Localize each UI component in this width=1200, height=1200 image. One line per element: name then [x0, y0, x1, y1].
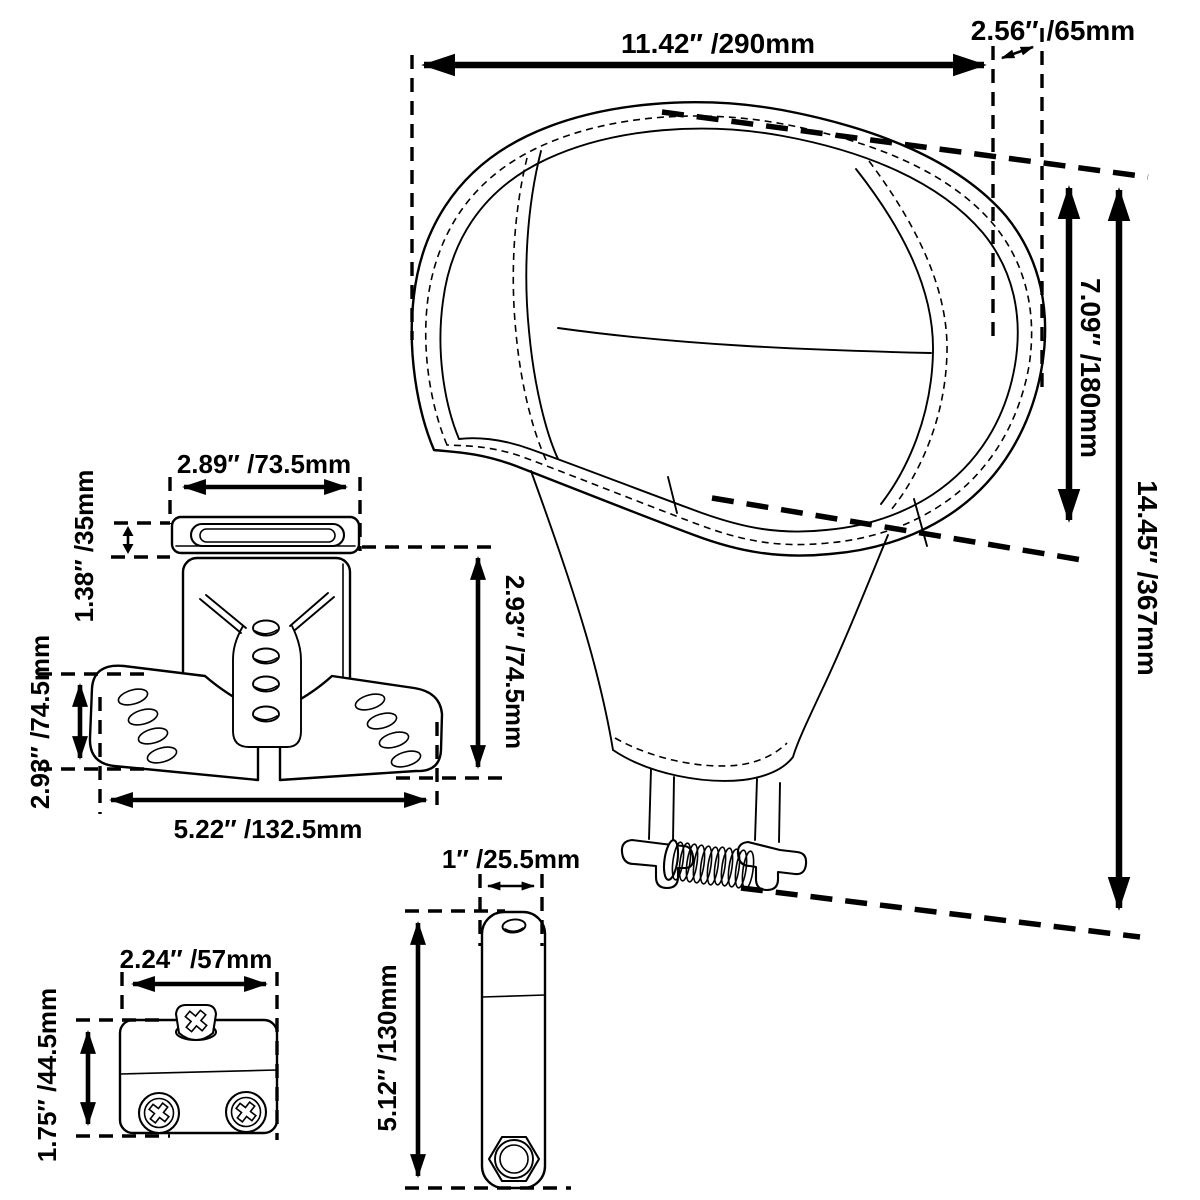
dimension-label: 5.22″ /132.5mm [174, 814, 363, 844]
pad-rim-inner-line [439, 127, 1019, 533]
clamp-top-bolt [174, 1003, 218, 1042]
dim-pad-width: 11.42″ /290mm [410, 28, 995, 345]
dimension-label: 1.75″ /44.5mm [32, 988, 62, 1162]
seat-clamp-drawing [118, 1003, 279, 1135]
arrowhead-down [122, 544, 134, 554]
pad-rim-seam-right [913, 498, 928, 547]
dimension-label: 1.38″ /35mm [69, 470, 99, 623]
dim-bracket-drop-height: 2.93″ /74.5mm [362, 545, 530, 780]
measure-plane-pad-bottom [711, 495, 1083, 563]
arm-top-hole [501, 918, 527, 934]
clamp-right-screw [224, 1090, 268, 1134]
left-prong-outer [648, 768, 652, 840]
bracket-right-foot-slots [354, 693, 422, 768]
pad-rim-seam-left [667, 476, 678, 514]
backrest-pad-drawing [410, 101, 1047, 892]
dimension-label: 14.45″ /367mm [1132, 480, 1163, 676]
clamp-left-screw [137, 1091, 181, 1135]
clamp-divider-line [119, 1069, 278, 1075]
arm-hex-nut [487, 1135, 541, 1183]
bracket-plate-slot-inner [199, 528, 336, 543]
dim-arm-length: 5.12″ /130mm [372, 909, 571, 1190]
bracket-strap-holes [252, 619, 280, 723]
dim-bracket-foot-height: 2.93″ /74.5mm [25, 635, 148, 809]
bracket-strap-fill [233, 615, 301, 747]
dim-arm-width: 1″ /25.5mm [442, 844, 580, 946]
arrowhead-up [122, 526, 134, 536]
dimension-label: 1″ /25.5mm [442, 844, 580, 874]
pad-left-seam-stitch [512, 157, 548, 463]
pad-neck-bottom-edge [612, 749, 794, 782]
measure-plane-top [661, 109, 1149, 180]
dimension-label: 2.93″ /74.5mm [500, 575, 530, 749]
right-prong-inner [778, 782, 781, 843]
bracket-gusset-lines [199, 592, 335, 634]
dim-bracket-base-width: 5.22″ /132.5mm [98, 697, 439, 844]
dimension-label: 2.93″ /74.5mm [25, 635, 55, 809]
right-prong-foot [736, 840, 808, 892]
right-prong-outer [754, 778, 758, 841]
pad-horizontal-seam [557, 327, 932, 354]
arm-top-hole-lip [504, 927, 524, 933]
pad-neck-left-edge [530, 470, 614, 751]
dim-bracket-plate-width: 2.89″ /73.5mm [168, 449, 362, 551]
pad-outer-outline [410, 101, 1047, 557]
support-arm-drawing [480, 910, 547, 1190]
pad-right-seam-stitch [868, 160, 948, 511]
arm-body [480, 910, 547, 1190]
dim-pad-height: 7.09″ /180mm [1057, 185, 1106, 523]
pad-neck-right-edge [792, 534, 889, 758]
pad-neck-stitch [614, 737, 788, 767]
bracket-strap-edge [232, 625, 302, 748]
mounting-bracket-drawing [88, 515, 444, 782]
arm-divider-line [481, 994, 546, 998]
dim-bracket-plate-thickness: 1.38″ /35mm [69, 470, 170, 623]
dimension-label: 7.09″ /180mm [1075, 278, 1106, 458]
pad-right-seam [855, 168, 934, 505]
dimension-label: 11.42″ /290mm [621, 28, 815, 59]
dimension-label: 2.56″ /65mm [971, 15, 1135, 46]
dim-pad-overall-height: 14.45″ /367mm [1107, 187, 1163, 911]
dimension-label: 2.89″ /73.5mm [177, 449, 351, 479]
dim-pad-top-depth: 2.56″ /65mm [971, 15, 1135, 395]
pad-rim-stitch-line [424, 115, 1033, 546]
bracket-right-foot [278, 674, 444, 782]
pad-left-seam [525, 150, 559, 460]
pad-mounting-prongs [620, 768, 808, 892]
measure-plane-spring-bottom [740, 885, 1141, 940]
coil-spring [662, 839, 755, 890]
dimension-arrow [1000, 45, 1035, 60]
left-prong-inner [672, 776, 675, 842]
dim-clamp-width: 2.24″ /57mm [120, 944, 279, 1140]
dimension-label: 2.24″ /57mm [120, 944, 273, 974]
dim-clamp-height: 1.75″ /44.5mm [32, 988, 170, 1162]
bracket-left-foot-slots [117, 688, 178, 764]
dimension-label: 5.12″ /130mm [372, 964, 402, 1131]
